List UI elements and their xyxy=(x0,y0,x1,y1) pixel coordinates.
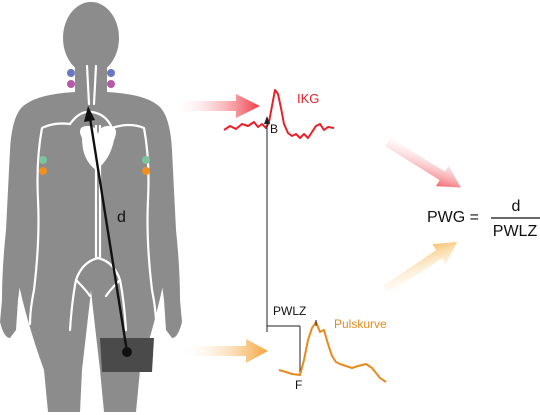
pulse-curve-label: Pulskurve xyxy=(334,317,387,331)
ikg-label: IKG xyxy=(297,91,319,106)
pwv-formula: PWG = d PWLZ xyxy=(427,198,540,240)
distance-arrow xyxy=(84,106,132,357)
left-arm xyxy=(0,104,36,338)
electrodes xyxy=(39,69,150,175)
b-point-label: B xyxy=(270,122,278,136)
formula-numerator: d xyxy=(512,198,521,215)
human-figure xyxy=(0,2,182,412)
electrode-neck-left-top xyxy=(67,69,75,77)
heart xyxy=(80,126,116,170)
neck xyxy=(75,66,107,96)
arrow-cuff-to-pulse xyxy=(178,339,268,363)
head xyxy=(63,2,119,74)
electrode-arm-right-bottom xyxy=(142,167,150,175)
electrode-arm-right-top xyxy=(142,156,150,164)
distance-label: d xyxy=(117,209,126,226)
right-arm xyxy=(146,104,182,338)
electrode-neck-right-bottom xyxy=(107,80,115,88)
left-leg xyxy=(18,280,92,412)
vessel-lines xyxy=(28,64,158,332)
f-point-label: F xyxy=(295,378,302,392)
ikg-waveform xyxy=(223,89,335,139)
electrode-neck-left-bottom xyxy=(67,80,75,88)
pulse-waveform xyxy=(278,321,387,383)
electrode-arm-left-top xyxy=(39,156,47,164)
electrode-arm-left-bottom xyxy=(39,167,47,175)
arrow-ikg-to-formula xyxy=(385,137,461,188)
arrow-pulse-to-formula xyxy=(383,241,458,295)
torso xyxy=(17,92,165,285)
arrow-neck-to-ikg xyxy=(172,94,260,118)
pwlz-label: PWLZ xyxy=(273,304,306,318)
electrode-neck-right-top xyxy=(107,69,115,77)
formula-lhs: PWG = xyxy=(427,209,479,226)
formula-denominator: PWLZ xyxy=(493,223,538,240)
